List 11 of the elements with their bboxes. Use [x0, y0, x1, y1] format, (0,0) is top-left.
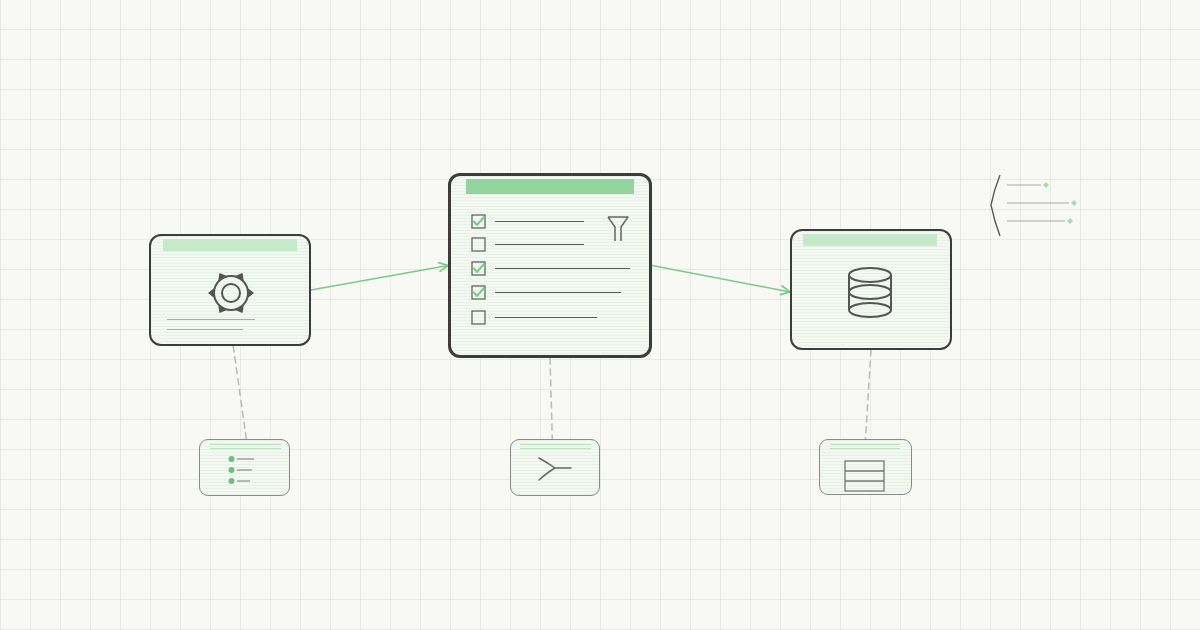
dashed-connector [549, 357, 554, 440]
window-card [149, 234, 311, 346]
small-card [819, 439, 912, 495]
small-card [199, 439, 290, 496]
arrow [310, 261, 449, 291]
dashed-connector [232, 345, 248, 440]
small-card [510, 439, 600, 496]
window-card [790, 229, 952, 350]
arrow [651, 264, 791, 296]
window-card [448, 173, 652, 358]
dashed-connector [864, 349, 872, 440]
